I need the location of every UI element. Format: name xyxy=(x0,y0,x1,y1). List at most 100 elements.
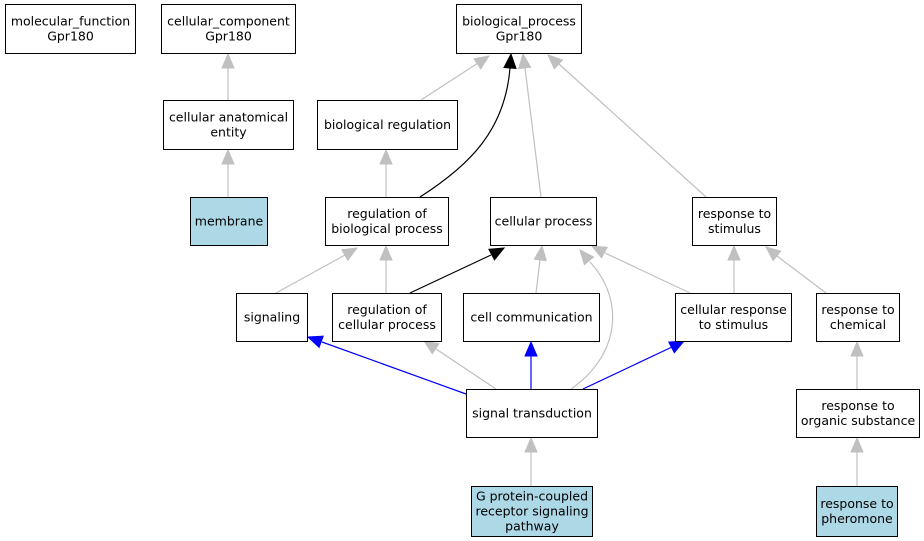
node-box xyxy=(490,197,597,246)
arrowhead xyxy=(503,52,517,69)
edge-regulation_of_biological_process-to-biological_process xyxy=(419,52,517,198)
edge-line xyxy=(435,348,497,390)
arrowhead xyxy=(473,55,491,70)
edge-line xyxy=(535,259,541,294)
node-label-line: signaling xyxy=(244,310,300,325)
node-label-line: cellular anatomical xyxy=(169,110,288,125)
node-label-line: cellular response xyxy=(680,302,787,317)
node-label-line: response to xyxy=(820,496,893,511)
arrowhead xyxy=(221,52,235,69)
node-label-line: molecular_function xyxy=(11,14,130,29)
node-box xyxy=(456,4,582,54)
edge-response_to_organic_substance-to-response_to_chemical xyxy=(850,340,864,389)
node-box xyxy=(317,100,458,150)
node-label-line: response to xyxy=(821,302,894,317)
edge-line xyxy=(275,254,346,294)
node-label-line: to stimulus xyxy=(699,317,768,332)
edges-layer xyxy=(221,52,864,486)
node-label-line: cellular process xyxy=(495,214,593,229)
node-box xyxy=(5,4,136,54)
arrowhead xyxy=(850,436,864,453)
node-label-line: biological process xyxy=(331,221,443,236)
edge-signal_transduction-to-regulation_of_cellular_process xyxy=(422,340,497,390)
node-signal-transduction[interactable]: signal transduction xyxy=(466,389,598,438)
node-biological-regulation[interactable]: biological regulation xyxy=(317,100,458,150)
node-label-line: chemical xyxy=(830,317,886,332)
arrowhead xyxy=(667,340,686,354)
edge-line xyxy=(420,62,479,101)
node-label-line: cellular process xyxy=(338,317,436,332)
edge-regulation_of_cellular_process-to-cellular_process xyxy=(409,247,506,294)
node-box xyxy=(466,389,598,438)
edge-cellular_response_to_stimulus-to-response_to_stimulus xyxy=(727,244,741,293)
edge-regulation_of_biological_process-to-biological_regulation xyxy=(379,148,393,197)
node-label-line: G protein-coupled xyxy=(476,489,588,504)
edge-line xyxy=(409,254,492,294)
node-box xyxy=(190,197,268,246)
node-label-line: pathway xyxy=(505,519,559,534)
arrowhead xyxy=(422,340,440,355)
node-label-line: organic substance xyxy=(801,413,916,428)
node-box xyxy=(796,389,920,438)
arrowhead xyxy=(306,335,324,349)
edge-response_to_stimulus-to-biological_process xyxy=(547,54,707,198)
arrowhead xyxy=(547,54,564,70)
node-box xyxy=(332,293,442,342)
edge-line xyxy=(582,346,673,390)
arrowhead xyxy=(590,245,608,259)
nodes-layer: molecular_functionGpr180cellular_compone… xyxy=(5,4,920,537)
node-label-line: stimulus xyxy=(708,221,761,236)
node-signaling[interactable]: signaling xyxy=(236,293,308,342)
node-cellular-process[interactable]: cellular process xyxy=(490,197,597,246)
node-label-line: Gpr180 xyxy=(205,29,252,44)
node-box xyxy=(816,486,898,537)
edge-cellular_response_to_stimulus-to-cellular_process xyxy=(590,245,691,294)
edge-cellular_anatomical_entity-to-cellular_component xyxy=(221,52,235,100)
node-label-line: biological regulation xyxy=(324,117,451,132)
node-cell-communication[interactable]: cell communication xyxy=(463,293,600,342)
edge-line xyxy=(321,341,467,395)
node-label-line: cell communication xyxy=(470,310,592,325)
edge-signal_transduction-to-cellular_response_to_stimulus xyxy=(582,340,686,390)
node-label-line: regulation of xyxy=(347,206,427,221)
node-label-line: membrane xyxy=(195,214,264,229)
edge-membrane-to-cellular_anatomical_entity xyxy=(221,148,235,197)
arrowhead xyxy=(533,244,548,262)
edge-biological_regulation-to-biological_process xyxy=(420,55,491,101)
node-box xyxy=(161,4,296,54)
edge-signal_transduction-to-cellular_process xyxy=(570,249,614,390)
node-label-line: signal transduction xyxy=(472,406,592,421)
node-box xyxy=(692,197,777,246)
edge-line xyxy=(524,67,542,198)
arrowhead xyxy=(488,247,506,261)
arrowhead xyxy=(850,340,864,357)
node-membrane[interactable]: membrane xyxy=(190,197,268,246)
edge-signaling-to-regulation_of_biological_process xyxy=(275,247,359,294)
edge-line xyxy=(419,67,511,198)
edge-line xyxy=(570,261,614,390)
arrowhead xyxy=(579,249,595,266)
arrowhead xyxy=(524,436,538,453)
node-label-line: response to xyxy=(821,398,894,413)
arrowhead xyxy=(379,148,393,165)
arrowhead xyxy=(341,247,359,262)
node-label-line: biological_process xyxy=(462,14,576,29)
arrowhead xyxy=(221,148,235,165)
edge-response_to_pheromone-to-response_to_organic_substance xyxy=(850,436,864,486)
node-label-line: regulation of xyxy=(347,302,427,317)
edge-line xyxy=(604,252,691,294)
node-box xyxy=(675,293,792,342)
